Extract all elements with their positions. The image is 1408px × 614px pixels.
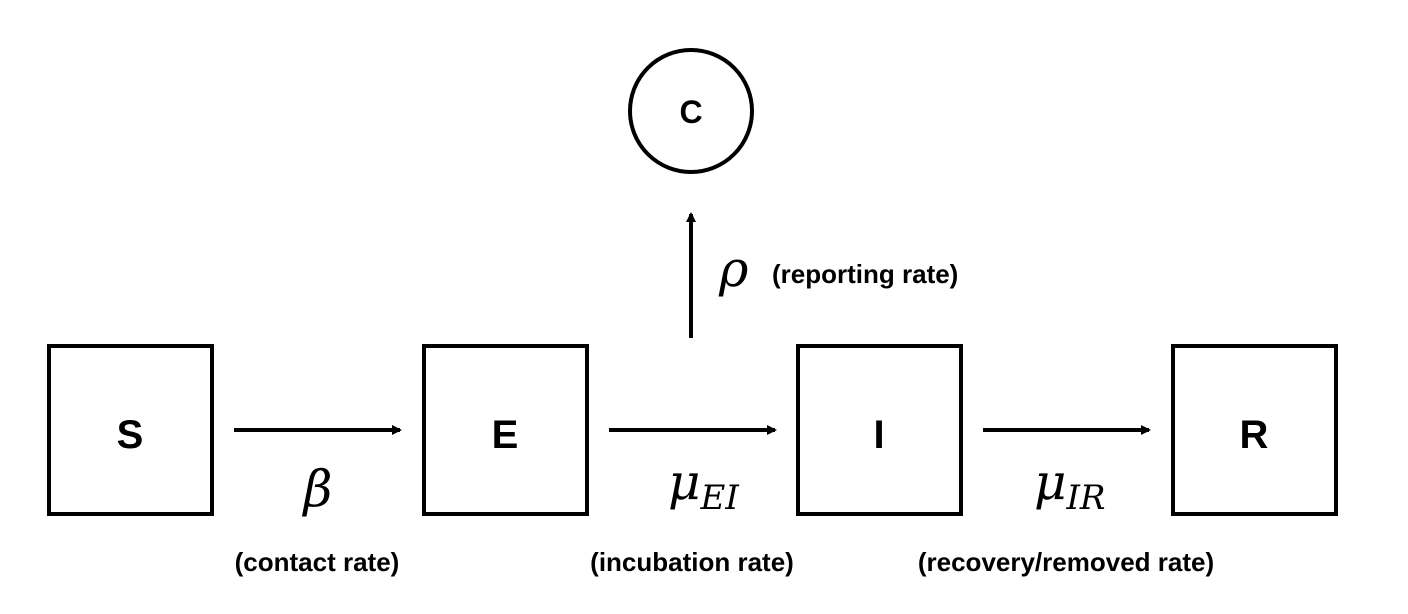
mu-ir-subscript: IR xyxy=(1066,478,1106,518)
beta-symbol: β xyxy=(302,460,333,518)
node-r: R xyxy=(1171,344,1338,516)
node-e: E xyxy=(422,344,589,516)
mu-ei-subscript: EI xyxy=(700,478,740,518)
node-s: S xyxy=(47,344,214,516)
mu-ir-base: μ xyxy=(1034,453,1067,511)
node-i: I xyxy=(796,344,963,516)
node-i-label: I xyxy=(873,413,884,457)
node-c-label: C xyxy=(679,94,702,130)
mu-ei-symbol: μEI xyxy=(668,453,739,518)
node-s-label: S xyxy=(117,413,144,457)
contact-rate-label: (contact rate) xyxy=(235,547,400,577)
recovery-rate-label: (recovery/removed rate) xyxy=(918,547,1214,577)
node-r-label: R xyxy=(1240,413,1269,457)
mu-ir-symbol: μIR xyxy=(1034,453,1106,518)
rho-symbol: ρ xyxy=(718,240,749,298)
incubation-rate-label: (incubation rate) xyxy=(590,547,794,577)
node-c: C xyxy=(628,48,754,174)
node-e-label: E xyxy=(492,413,519,457)
mu-ei-base: μ xyxy=(668,453,701,511)
reporting-rate-label: (reporting rate) xyxy=(772,259,958,289)
